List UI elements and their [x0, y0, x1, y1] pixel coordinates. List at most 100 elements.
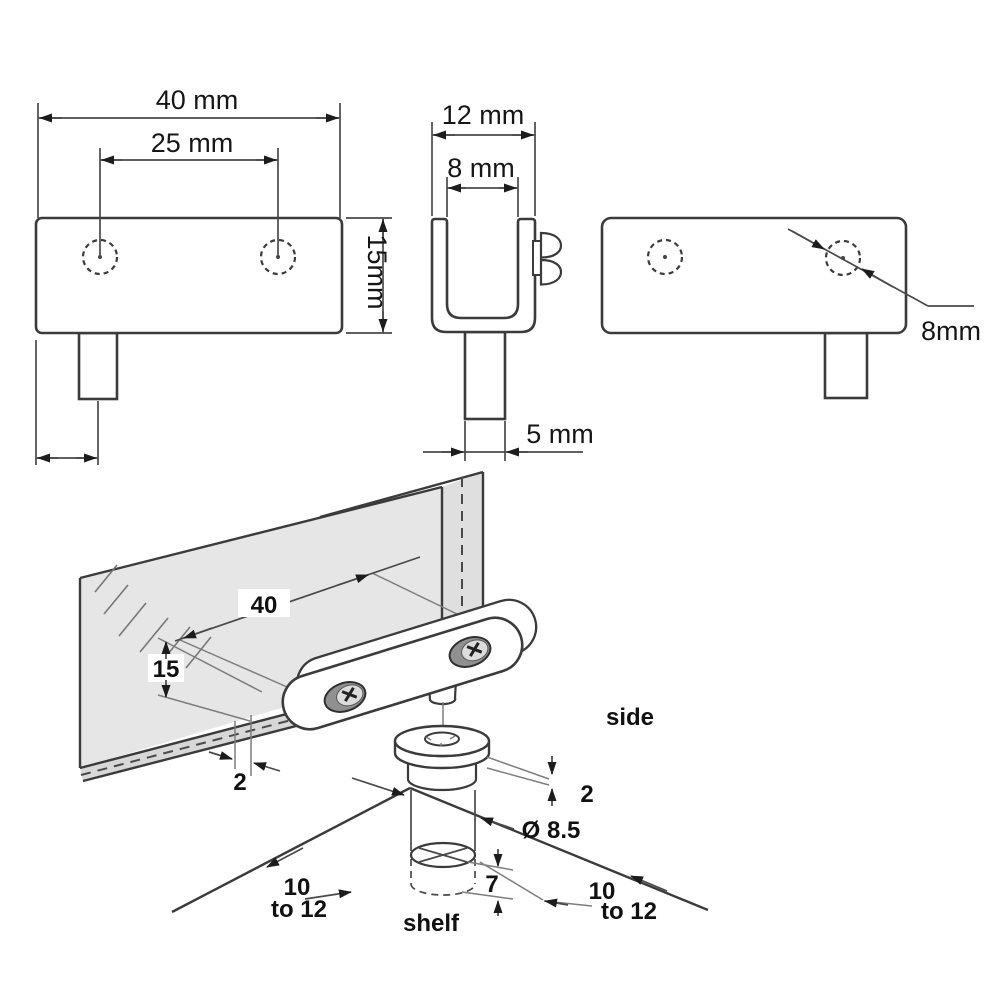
dim-hole-depth-label: 7 [485, 871, 498, 898]
dim-line [174, 556, 421, 642]
hatch-line [139, 617, 169, 653]
dim-glass-thickness-label: 2 [233, 769, 246, 796]
thumbscrew-collar [532, 240, 542, 276]
dim-washer-thickness-label: 2 [580, 781, 593, 808]
arrowhead [630, 875, 668, 892]
arrowhead [351, 777, 405, 796]
front-view-hole-right [259, 238, 297, 276]
shelf-hole-hidden-bottom [410, 883, 476, 896]
clamp-screw-left [323, 681, 367, 713]
dim-assembly-height-label: 15 [153, 656, 180, 683]
thumbscrew-upper-lobe [539, 231, 563, 259]
clamp-screw-right [448, 636, 492, 668]
dim-front-hole-spacing-label: 25 mm [151, 128, 234, 158]
glass-top-edge [79, 485, 443, 580]
front-view-body [34, 216, 344, 335]
dim-left-edge-distance-label-1: 10 [284, 874, 311, 901]
arrowhead [861, 268, 894, 288]
dim-glass-thickness: 2 [208, 715, 281, 796]
back-view-hole-right [824, 239, 862, 277]
dim-hole-depth: 7 [461, 849, 514, 916]
glass-front-face [80, 487, 442, 768]
dim-back-hole-diameter: 8mm [787, 228, 981, 346]
arrowhead [337, 574, 369, 586]
dim-profile-peg-width-label: 5 mm [526, 419, 594, 449]
dim-front-height: 15mm [346, 217, 392, 334]
arrowhead [480, 817, 515, 830]
ext-line [486, 756, 550, 780]
shelf-label: shelf [403, 910, 460, 937]
ext-line [479, 861, 544, 901]
screw-cross-icon [469, 641, 480, 657]
dim-right-edge-distance-label-2: to 12 [601, 898, 657, 925]
shelf-hole-cross [418, 847, 468, 863]
dim-washer-thickness: 2 [486, 756, 594, 808]
ext-line [179, 639, 304, 695]
hatch-line [94, 564, 118, 593]
profile-view-peg [463, 330, 507, 421]
front-view-hole-right-center [276, 255, 280, 259]
profile-view-channel [430, 217, 537, 334]
hatch-line [118, 602, 147, 637]
dim-hole-diameter-label: Ø 8.5 [522, 817, 581, 844]
dim-front-hole-spacing: 25 mm [99, 128, 279, 256]
washer-bushing [393, 724, 491, 792]
ext-line [461, 891, 514, 900]
dim-right-edge-distance: 10 to 12 [479, 861, 668, 925]
front-view-hole-left [81, 238, 119, 276]
glass-back-top-edge [319, 470, 484, 519]
glass-edge-face [442, 472, 483, 648]
back-view-peg [823, 331, 869, 400]
flange-hole-tick [425, 736, 432, 741]
dim-profile-slot-width-label: 8 mm [447, 153, 515, 183]
shelf-corner [171, 786, 709, 914]
dim-front-width-label: 40 mm [156, 85, 239, 115]
dim-left-edge-distance-label-2: to 12 [271, 896, 327, 923]
arrowhead [266, 847, 304, 868]
flange-hole [424, 731, 460, 747]
back-view: 8mm [600, 216, 981, 400]
side-label: side [606, 704, 654, 731]
dim-back-hole-diameter-label: 8mm [921, 316, 981, 346]
hatch-line [185, 636, 212, 669]
flange-hole-tick [449, 735, 456, 740]
back-view-hole-left [646, 238, 684, 276]
label-backing [238, 589, 290, 617]
thumbscrew-lower-lobe [539, 258, 563, 286]
dim-front-height-label: 15mm [362, 234, 392, 309]
back-view-body [600, 216, 908, 335]
dim-profile-outer-width: 12 mm [431, 100, 536, 216]
dim-assembly-length-label: 40 [251, 592, 278, 619]
dim-profile-peg-width: 5 mm [423, 419, 594, 461]
ext-line [467, 861, 514, 871]
dim-assembly-length: 40 [174, 556, 489, 695]
dim-assembly-height: 15 [148, 637, 263, 722]
arrowhead [208, 751, 233, 760]
front-view-peg [77, 331, 119, 401]
dim-front-width: 40 mm [37, 85, 341, 218]
dim-hole-diameter: Ø 8.5 [351, 777, 581, 844]
shelf-left-edge [171, 786, 411, 914]
hatch-line [103, 584, 129, 615]
back-view-hole-left-center [663, 255, 667, 259]
ext-line [486, 767, 550, 786]
dim-profile-slot-width: 8 mm [446, 153, 519, 217]
shelf-right-edge [409, 786, 709, 912]
front-view-hole-left-center [98, 255, 102, 259]
arrowhead [183, 627, 213, 639]
profile-view: 12 mm 8 mm 5 mm [423, 100, 594, 461]
helper-arrow [544, 898, 569, 908]
screw-cross-icon [344, 686, 355, 702]
arrowhead [791, 230, 825, 250]
front-view: 40 mm 25 mm 15mm [34, 85, 392, 465]
dim-front-peg-offset [35, 340, 99, 465]
clamp-bracket [281, 598, 538, 731]
dim-right-edge-distance-label-1: 10 [589, 878, 616, 905]
dim-left-edge-distance: 10 to 12 [266, 847, 352, 923]
dim-profile-outer-width-label: 12 mm [442, 100, 525, 130]
helper-arrow [304, 889, 352, 900]
arrowhead [253, 762, 281, 772]
ext-line [157, 637, 263, 693]
ext-line [157, 694, 251, 722]
